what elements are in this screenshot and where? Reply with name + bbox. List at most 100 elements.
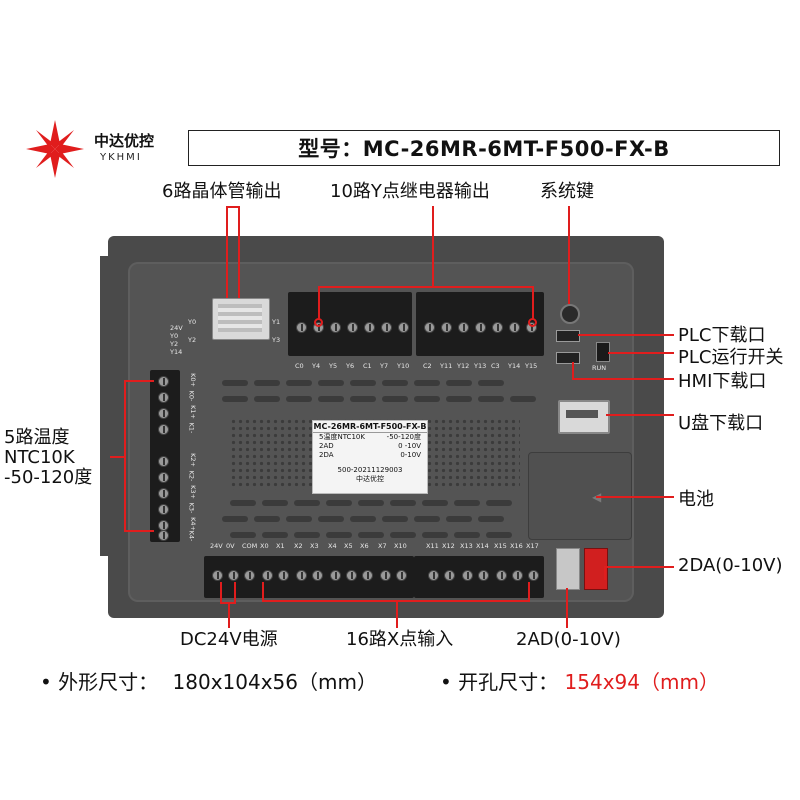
callout-hmi-download: HMI下载口	[678, 371, 767, 392]
vent-slot	[318, 396, 344, 402]
input-label: X7	[378, 542, 387, 550]
callout-temp-2: NTC10K	[4, 447, 75, 468]
callout-line	[532, 286, 534, 320]
callout-line	[226, 206, 240, 208]
vent-slot	[294, 500, 320, 506]
callout-line	[262, 582, 264, 602]
relay-screw	[330, 322, 341, 333]
callout-line	[596, 496, 674, 498]
sticker-row2-right: 0 -10V	[398, 442, 421, 450]
vent-slot	[454, 500, 480, 506]
brand-name-cn: 中达优控	[94, 132, 155, 150]
plc-download-port[interactable]	[556, 330, 580, 342]
input-screw	[228, 570, 239, 581]
callout-line	[396, 600, 398, 628]
input-label: X1	[276, 542, 285, 550]
temperature-screw	[158, 488, 169, 499]
vent-slot	[422, 500, 448, 506]
vent-slot	[446, 516, 472, 522]
input-label: 0V	[226, 542, 235, 550]
transistor-label-y14: Y14	[170, 348, 183, 356]
input-screw	[478, 570, 489, 581]
vent-slot	[486, 500, 512, 506]
temperature-screw	[158, 504, 169, 515]
sticker-model: MC-26MR-6MT-F500-FX-B	[313, 422, 427, 433]
input-screw	[244, 570, 255, 581]
vent-slot	[414, 396, 440, 402]
relay-screw	[475, 322, 486, 333]
input-screw	[528, 570, 539, 581]
vent-slot	[230, 500, 256, 506]
system-key-button[interactable]	[560, 304, 580, 324]
relay-label: Y11	[440, 362, 453, 370]
sticker-brand: 中达优控	[356, 475, 384, 483]
callout-power: DC24V电源	[180, 629, 278, 650]
relay-label: Y6	[346, 362, 355, 370]
transistor-connector-pins	[218, 304, 262, 332]
input-terminal-block-1	[204, 556, 414, 598]
transistor-label-y3: Y3	[272, 336, 281, 344]
vent-slot	[358, 532, 384, 538]
vent-slot	[350, 380, 376, 386]
relay-label: Y12	[457, 362, 470, 370]
vent-slot	[254, 516, 280, 522]
callout-line	[124, 530, 154, 532]
temperature-label: K2+	[188, 453, 197, 467]
vent-slot	[382, 396, 408, 402]
vent-slot	[478, 380, 504, 386]
callout-ad: 2AD(0-10V)	[516, 629, 621, 650]
vent-slot	[326, 532, 352, 538]
relay-label: Y13	[474, 362, 487, 370]
model-box: 型号：MC-26MR-6MT-F500-FX-B	[188, 130, 780, 166]
vent-slot	[486, 532, 512, 538]
relay-label: C3	[491, 362, 500, 370]
relay-screw	[424, 322, 435, 333]
callout-dot	[314, 318, 323, 327]
input-label: X14	[476, 542, 489, 550]
model-label: 型号：MC-26MR-6MT-F500-FX-B	[298, 137, 670, 161]
input-label: X2	[294, 542, 303, 550]
vent-slot	[350, 396, 376, 402]
sticker-row3-left: 2DA	[319, 451, 334, 459]
input-screw	[444, 570, 455, 581]
relay-screw	[296, 322, 307, 333]
vent-slot	[350, 516, 376, 522]
sticker-row1-left: 5温度NTC10K	[319, 433, 365, 441]
input-label: X4	[328, 542, 337, 550]
callout-line	[238, 206, 240, 298]
outer-dim-label: 外形尺寸：	[58, 670, 159, 694]
temperature-label: K0-	[187, 390, 196, 402]
bullet-icon: •	[440, 670, 452, 694]
outer-dimensions: • 外形尺寸： 180x104x56（mm）	[40, 666, 377, 695]
bullet-icon: •	[40, 670, 52, 694]
input-screw	[262, 570, 273, 581]
relay-screw	[492, 322, 503, 333]
sticker-row1-right: -50-120度	[386, 433, 421, 441]
vent-slot	[390, 532, 416, 538]
vent-slot	[390, 500, 416, 506]
temperature-screw	[158, 392, 169, 403]
transistor-label-24v: 24V	[170, 324, 183, 332]
callout-line	[110, 456, 126, 458]
relay-screw	[441, 322, 452, 333]
input-label: X11	[426, 542, 439, 550]
transistor-label-y0-b: Y0	[188, 318, 197, 326]
vent-slot	[286, 380, 312, 386]
hmi-download-port[interactable]	[556, 352, 580, 364]
vent-slot	[446, 380, 472, 386]
input-label: X15	[494, 542, 507, 550]
relay-screw	[458, 322, 469, 333]
vent-slot	[318, 516, 344, 522]
vent-slot	[422, 532, 448, 538]
relay-screw	[509, 322, 520, 333]
relay-label: C1	[363, 362, 372, 370]
input-screw	[278, 570, 289, 581]
temperature-label: K4+	[188, 517, 197, 531]
callout-line	[528, 582, 530, 602]
vent-slot	[230, 532, 256, 538]
input-screw	[396, 570, 407, 581]
vent-slot	[414, 516, 440, 522]
input-screw	[296, 570, 307, 581]
vent-slot	[358, 500, 384, 506]
relay-screw	[364, 322, 375, 333]
